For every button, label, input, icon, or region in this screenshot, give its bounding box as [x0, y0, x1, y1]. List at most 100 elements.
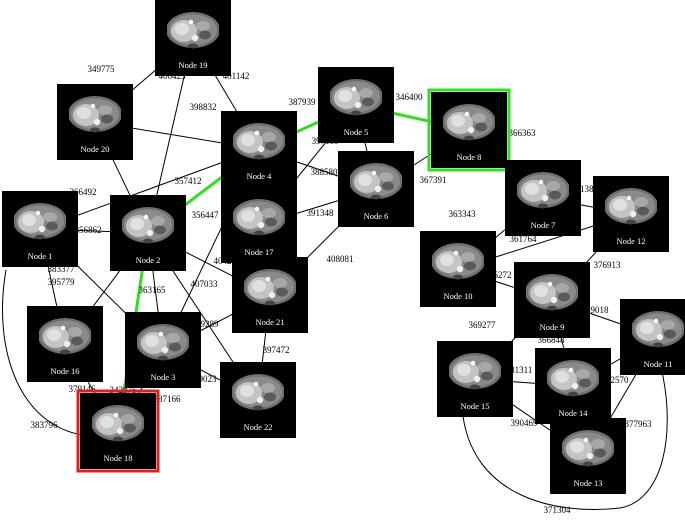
edge-n15-n11	[461, 371, 668, 510]
edge-weight-n19-n4: 401142	[223, 71, 250, 81]
node-n14[interactable]: Node 14	[535, 348, 611, 424]
node-n18[interactable]: Node 18	[76, 389, 160, 473]
node-n5[interactable]: Node 5	[318, 67, 394, 143]
node-label: Node 6	[364, 211, 389, 221]
mri-scan-image	[137, 324, 189, 361]
node-n11[interactable]: Node 11	[620, 299, 685, 375]
node-n7[interactable]: Node 7	[505, 160, 581, 236]
edge-weight-n5-n4: 387939	[289, 97, 317, 107]
edge-weight-n19-n20: 349775	[88, 64, 116, 74]
edge-weight-n5-n8: 346400	[396, 92, 424, 102]
edge-weight-n6-n8: 367391	[420, 175, 447, 185]
mri-scan-image	[517, 172, 569, 209]
node-label: Node 17	[244, 247, 273, 257]
edge-weight-n13-n11: 377963	[625, 419, 653, 429]
edge-weight-n4-n6: 388580	[311, 167, 339, 177]
edge-weight-n16-n18: 379146	[69, 384, 97, 394]
mri-scan-image	[432, 243, 484, 280]
mri-scan-image	[449, 353, 501, 390]
edge-weight-n15-n14: 381311	[506, 365, 533, 375]
node-label: Node 18	[103, 453, 132, 463]
node-label: Node 3	[151, 372, 176, 382]
node-label: Node 14	[558, 408, 588, 418]
node-n4[interactable]: Node 4	[221, 111, 297, 187]
node-n10[interactable]: Node 10	[420, 231, 496, 307]
selected-node-highlight	[427, 88, 511, 172]
node-n3[interactable]: Node 3	[125, 312, 201, 388]
edge-weight-n1-n16: 395779	[48, 277, 76, 287]
node-label: Node 4	[247, 171, 273, 181]
edge-weight-n6-n17: 391348	[307, 208, 335, 218]
node-label: Node 2	[136, 255, 161, 265]
nodes-layer: Node 19 Node 20 Node 5 Node 8 Node 4 Node 6 No…	[2, 0, 685, 494]
mri-scan-image	[232, 374, 284, 411]
node-label: Node 21	[255, 317, 284, 327]
edge-weight-n7-n10: 363343	[449, 209, 477, 219]
edge-weight-n3-n18: 387166	[154, 394, 182, 404]
edge-n1-n18	[2, 269, 91, 437]
mri-scan-image	[39, 318, 91, 355]
edge-weight-n21-n22: 397472	[263, 345, 290, 355]
mri-scan-image	[443, 104, 495, 141]
node-label: Node 8	[457, 152, 482, 162]
node-n6[interactable]: Node 6	[338, 151, 414, 227]
edge-weight-n4-n2: 357412	[175, 176, 202, 186]
node-label: Node 13	[573, 478, 602, 488]
edge-weight-n4-n3: 356447	[192, 210, 220, 220]
edge-weight-n1-n18: 383796	[31, 420, 59, 430]
node-label: Node 16	[50, 366, 79, 376]
mri-scan-image	[233, 123, 285, 160]
edge-weight-n3-n22: 409023	[190, 374, 218, 384]
edge-weight-n2-n22: 407033	[191, 279, 219, 289]
mri-scan-image	[233, 199, 285, 236]
mri-scan-image	[547, 360, 599, 397]
edge-weight-n8-n7: 366363	[509, 128, 537, 138]
node-n21[interactable]: Node 21	[232, 257, 308, 333]
mri-scan-image	[14, 203, 66, 240]
node-n20[interactable]: Node 20	[57, 84, 133, 160]
node-label: Node 7	[531, 220, 556, 230]
edge-weight-n4-n1: 366492	[70, 187, 97, 197]
edge-weight-n3-n21: 409289	[192, 319, 220, 329]
node-n9[interactable]: Node 9	[514, 262, 590, 338]
edge-weight-n10-n9: 365272	[485, 270, 512, 280]
edge-weight-n9-n15: 369277	[469, 320, 497, 330]
edge-weight-n20-n4: 398832	[190, 102, 217, 112]
node-label: Node 19	[178, 60, 207, 70]
mri-scan-image	[69, 96, 121, 133]
node-n15[interactable]: Node 15	[437, 341, 513, 417]
edge-weight-n9-n14: 366848	[538, 335, 566, 345]
edge-weight-n15-n13: 390469	[511, 418, 539, 428]
node-n1[interactable]: Node 1	[2, 191, 78, 267]
mri-scan-image	[244, 269, 296, 306]
node-label: Node 22	[243, 422, 272, 432]
edge-weight-n2-n3: 363165	[139, 285, 167, 295]
node-n16[interactable]: Node 16	[27, 306, 103, 382]
node-label: Node 15	[460, 401, 489, 411]
node-n13[interactable]: Node 13	[550, 418, 626, 494]
node-label: Node 9	[540, 322, 565, 332]
mri-scan-image	[330, 79, 382, 116]
node-n8[interactable]: Node 8	[427, 88, 511, 172]
node-label: Node 12	[616, 236, 645, 246]
edge-weight-n12-n9: 376913	[594, 260, 622, 270]
node-n22[interactable]: Node 22	[220, 362, 296, 438]
node-label: Node 10	[443, 291, 472, 301]
node-label: Node 1	[28, 251, 53, 261]
node-n2[interactable]: Node 2	[110, 195, 186, 271]
edge-weight-n1-n3: 383377	[48, 264, 76, 274]
edge-weight-n10-n12: 361764	[510, 234, 538, 244]
mri-scan-image	[605, 188, 657, 225]
mri-scan-image	[632, 311, 684, 348]
mri-scan-image	[92, 405, 144, 442]
node-n19[interactable]: Node 19	[155, 0, 231, 76]
node-label: Node 11	[644, 359, 673, 369]
edge-weight-n6-n21: 408081	[327, 254, 354, 264]
edge-weight-n9-n11: 349018	[582, 305, 610, 315]
mri-scan-image	[167, 12, 219, 49]
node-n12[interactable]: Node 12	[593, 176, 669, 252]
node-n17[interactable]: Node 17	[221, 187, 297, 263]
mri-scan-image	[526, 274, 578, 311]
edge-weight-n15-n11: 371304	[544, 505, 572, 515]
